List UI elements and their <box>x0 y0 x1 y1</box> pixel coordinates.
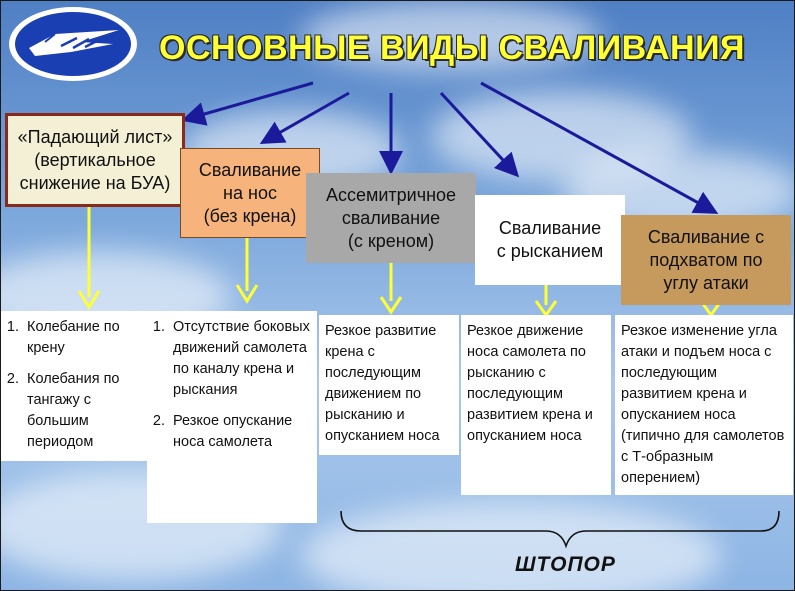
category-line: «Падающий лист» <box>17 126 173 147</box>
category-line: с рысканием <box>496 241 604 261</box>
category-line: сваливание <box>341 207 441 228</box>
description-item: Колебания по тангажу с большим периодом <box>23 369 143 453</box>
category-line: Сваливание с <box>647 226 765 247</box>
description-falling-leaf: Колебание по крену Колебания по тангажу … <box>1 311 149 461</box>
category-line: снижение на БУА) <box>19 172 171 193</box>
description-text: Резкое изменение угла атаки и подъем нос… <box>621 323 785 486</box>
page-title: ОСНОВНЫЕ ВИДЫ СВАЛИВАНИЯ <box>159 29 745 67</box>
description-nose-stall: Отсутствие боковых движений самолета по … <box>147 311 317 523</box>
aircraft-logo-icon <box>9 7 137 81</box>
description-pitchup-stall: Резкое изменение угла атаки и подъем нос… <box>615 315 793 495</box>
cloud <box>301 501 721 590</box>
cloud <box>301 1 601 71</box>
category-line: (без крена) <box>203 205 297 226</box>
category-line: (вертикальное <box>34 149 156 170</box>
category-asymmetric-stall: Ассемитричное сваливание (с креном) <box>306 173 476 263</box>
description-item: Отсутствие боковых движений самолета по … <box>169 317 311 401</box>
description-text: Резкое развитие крена с последующим движ… <box>325 323 440 444</box>
category-line: (с креном) <box>347 230 435 251</box>
category-pitchup-stall: Сваливание с подхватом по углу атаки <box>621 215 791 305</box>
category-line: подхватом по <box>649 249 763 270</box>
category-line: Ассемитричное <box>325 184 457 205</box>
shtopor-brace <box>340 510 780 549</box>
category-line: Сваливание <box>198 159 302 180</box>
arrow-to-falling-leaf <box>181 81 314 126</box>
category-line: Сваливание <box>498 218 602 238</box>
category-yaw-stall: Сваливание с рысканием <box>475 195 625 285</box>
category-nose-stall: Сваливание на нос (без крена) <box>180 148 320 238</box>
arrow-to-nose-stall <box>259 91 350 144</box>
description-yaw-stall: Резкое движение носа самолета по рыскани… <box>461 315 611 495</box>
arrow-to-yaw-stall <box>439 91 520 178</box>
category-line: углу атаки <box>663 272 749 293</box>
description-asymmetric-stall: Резкое развитие крена с последующим движ… <box>319 315 459 455</box>
arrow-to-pitchup-stall <box>480 81 719 214</box>
category-falling-leaf: «Падающий лист» (вертикальное снижение н… <box>5 113 185 207</box>
category-line: на нос <box>223 182 277 203</box>
description-text: Резкое движение носа самолета по рыскани… <box>467 323 593 444</box>
yellow-arrows <box>77 207 723 318</box>
description-item: Колебание по крену <box>23 317 143 359</box>
description-item: Резкое опускание носа самолета <box>169 411 311 453</box>
spin-label: ШТОПОР <box>515 553 616 576</box>
